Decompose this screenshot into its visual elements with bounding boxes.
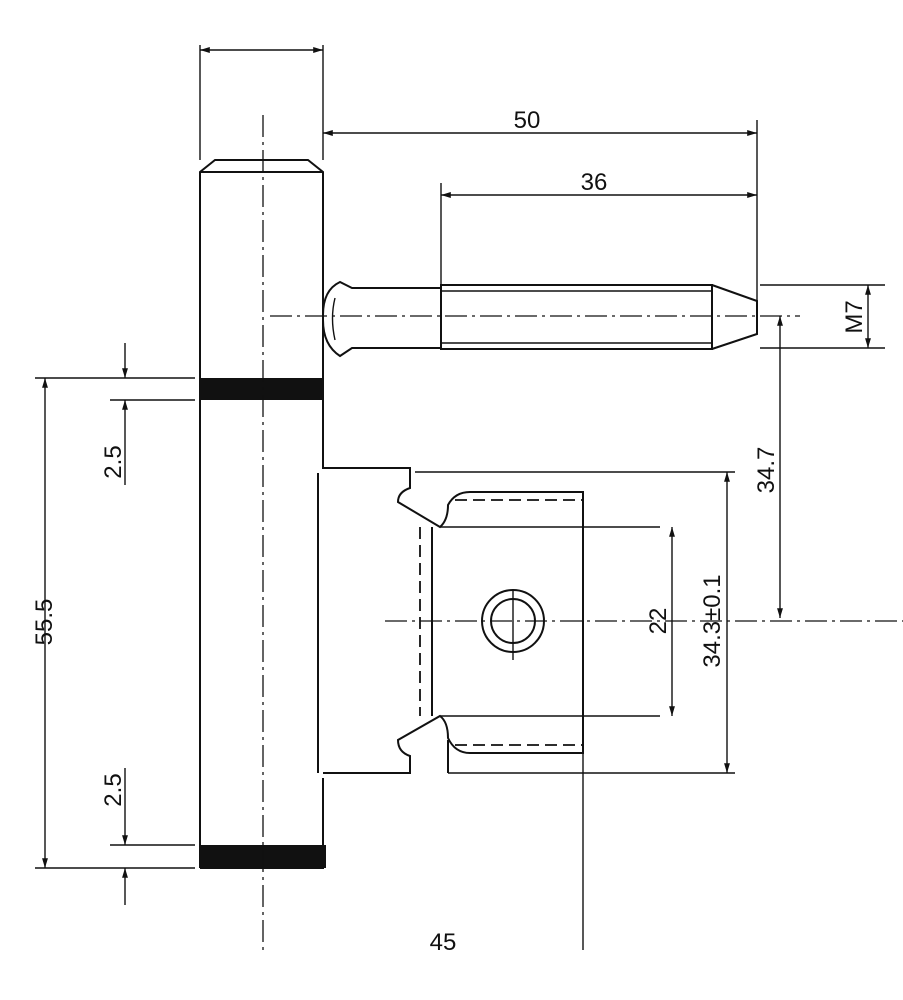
dim-36: 36 [581,169,608,196]
dim-2-5-bottom: 2.5 [100,773,127,806]
top-band [200,378,323,400]
dim-50: 50 [514,107,541,134]
threaded-pin [270,280,800,358]
mounting-plate [317,400,903,950]
barrel [199,115,326,950]
dim-2-5-top: 2.5 [100,445,127,478]
dim-22: 22 [645,608,672,635]
dim-34-3: 34.3±0.1 [699,574,726,667]
dim-55-5: 55.5 [31,599,58,646]
dim-34-7: 34.7 [753,447,780,494]
dimensions: 50 36 M7 34.7 22 34.3±0.1 45 55.5 2.5 2.… [31,45,885,956]
dim-45: 45 [430,929,457,956]
dim-m7: M7 [841,300,868,333]
